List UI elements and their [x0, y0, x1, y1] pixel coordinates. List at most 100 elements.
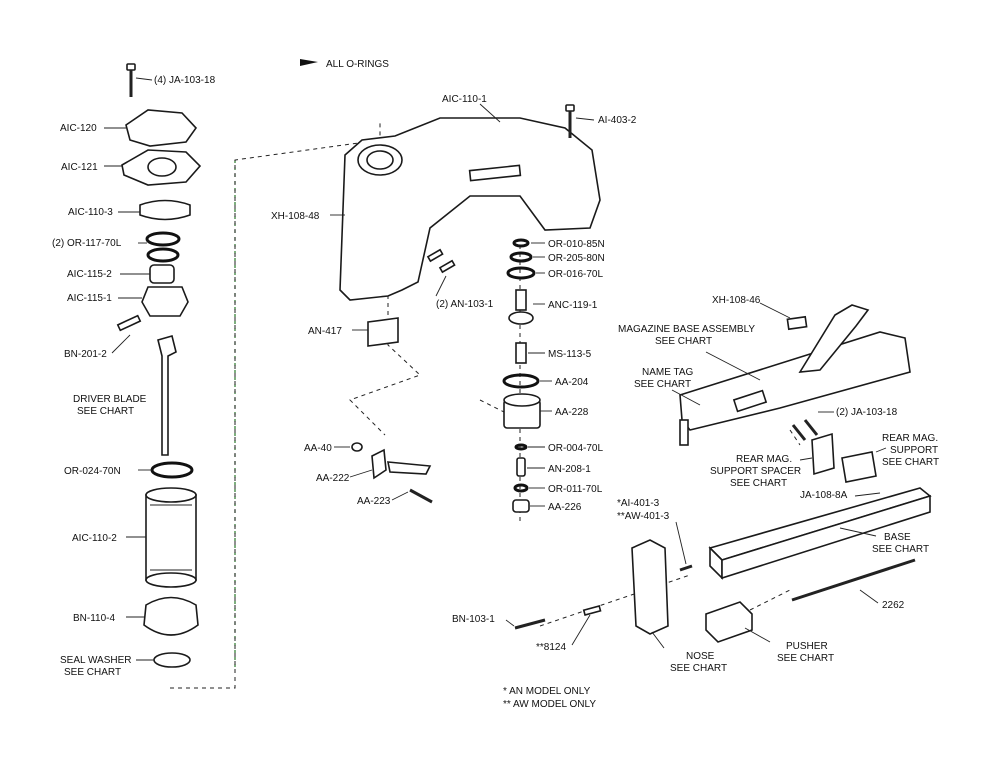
part-label: PUSHER	[786, 641, 828, 652]
part-label: AA-226	[548, 502, 582, 513]
part-label: AA-228	[555, 407, 589, 418]
part-label: SUPPORT	[890, 445, 938, 456]
left-column-parts	[104, 63, 202, 668]
o-ring-icon	[502, 373, 540, 389]
part-label: ANC-119-1	[548, 300, 598, 311]
part-label: SEE CHART	[730, 478, 787, 489]
part-label: AA-204	[555, 377, 589, 388]
piston-part	[149, 264, 175, 284]
part-label: AIC-121	[61, 162, 98, 173]
part-label: AN-208-1	[548, 464, 591, 475]
part-label: AN-417	[308, 326, 342, 337]
part-label: AIC-120	[60, 123, 97, 134]
part-label: OR-205-80N	[548, 253, 605, 264]
part-label: **AW-401-3	[617, 511, 670, 522]
screw-icon	[565, 104, 575, 138]
trigger-part	[371, 448, 387, 480]
right-parts	[505, 302, 932, 649]
part-label: MS-113-5	[548, 349, 592, 360]
part-label: SEE CHART	[670, 663, 727, 674]
name-tag-part	[786, 315, 808, 331]
center-labels: AIC-110-1 AI-403-2 XH-108-48 (2) AN-103-…	[271, 94, 637, 513]
legend: ALL O-RINGS	[300, 59, 389, 70]
part-label: SEE CHART	[77, 406, 134, 417]
o-ring-icon	[513, 483, 529, 493]
rod-part	[791, 558, 916, 602]
part-label: BN-201-2	[64, 349, 107, 360]
o-ring-icon	[150, 461, 194, 479]
part-label: AIC-110-3	[68, 207, 113, 218]
part-label: OR-010-85N	[548, 239, 605, 250]
part-label: SUPPORT SPACER	[710, 466, 801, 477]
footnote: ** AW MODEL ONLY	[503, 699, 596, 710]
plate-part	[367, 317, 399, 347]
housing-part	[339, 117, 601, 301]
pin-part	[116, 314, 142, 332]
part-label: DRIVER BLADE	[73, 394, 147, 405]
part-label: AA-223	[357, 496, 391, 507]
legend-label: ALL O-RINGS	[326, 59, 389, 70]
bumper-part	[143, 596, 199, 636]
valve-part	[508, 289, 534, 325]
part-label: JA-108-8A	[800, 490, 848, 501]
footnote: * AN MODEL ONLY	[503, 686, 591, 697]
footnotes: * AN MODEL ONLY ** AW MODEL ONLY	[503, 686, 596, 710]
part-label: XH-108-46	[712, 295, 761, 306]
valve-seat-part	[512, 499, 530, 513]
part-label: XH-108-48	[271, 211, 320, 222]
part-label: NOSE	[686, 651, 715, 662]
center-parts	[330, 103, 601, 513]
pusher-part	[705, 601, 753, 643]
part-label: OR-004-70L	[548, 443, 603, 454]
part-label: OR-011-70L	[548, 484, 603, 495]
part-label: SEE CHART	[655, 336, 712, 347]
driver-blade-part	[157, 335, 177, 456]
part-label: BASE	[884, 532, 911, 543]
pin-part	[582, 605, 602, 616]
o-ring-icon	[145, 231, 181, 247]
spacer-part	[811, 432, 835, 476]
screw-icon	[126, 63, 136, 97]
part-label: AA-222	[316, 473, 350, 484]
o-ring-icon	[509, 251, 533, 263]
trigger-lever-part	[387, 461, 432, 475]
part-label: BN-110-4	[73, 613, 115, 624]
valve-cap-part	[503, 393, 541, 429]
right-labels: XH-108-46 MAGAZINE BASE ASSEMBLY SEE CHA…	[452, 295, 939, 674]
seal-washer-part	[153, 652, 191, 668]
part-label: NAME TAG	[642, 367, 694, 378]
o-ring-icon	[512, 238, 530, 248]
part-label: SEE CHART	[634, 379, 691, 390]
part-label: AIC-110-1	[442, 94, 487, 105]
left-column-labels: (4) JA-103-18 AIC-120 AIC-121 AIC-110-3 …	[52, 75, 216, 678]
part-label: AIC-115-1	[67, 293, 112, 304]
band-part	[139, 199, 191, 221]
part-label: OR-024-70N	[64, 466, 121, 477]
part-label: (2) JA-103-18	[836, 407, 898, 418]
part-label: SEE CHART	[872, 544, 929, 555]
o-ring-icon	[506, 266, 536, 280]
o-ring-icon	[351, 442, 363, 452]
part-label: BN-103-1	[452, 614, 495, 625]
part-label: REAR MAG.	[736, 454, 792, 465]
part-label: (2) OR-117-70L	[52, 238, 122, 249]
part-label: AIC-115-2	[67, 269, 112, 280]
nose-part	[631, 539, 669, 635]
o-ring-marker-icon	[300, 59, 318, 66]
part-label: AI-403-2	[598, 115, 637, 126]
part-label: SEAL WASHER	[60, 655, 132, 666]
o-ring-icon	[514, 443, 528, 451]
spring-part	[515, 342, 527, 364]
cylinder-part	[145, 487, 197, 588]
part-label: *AI-401-3	[617, 498, 660, 509]
part-label: REAR MAG.	[882, 433, 938, 444]
part-label: (4) JA-103-18	[154, 75, 216, 86]
part-label: OR-016-70L	[548, 269, 603, 280]
part-label: SEE CHART	[777, 653, 834, 664]
part-label: AA-40	[304, 443, 332, 454]
part-label: **8124	[536, 642, 566, 653]
part-label: AIC-110-2	[72, 533, 117, 544]
part-label: SEE CHART	[882, 457, 939, 468]
cylinder-cap-part	[125, 109, 198, 147]
